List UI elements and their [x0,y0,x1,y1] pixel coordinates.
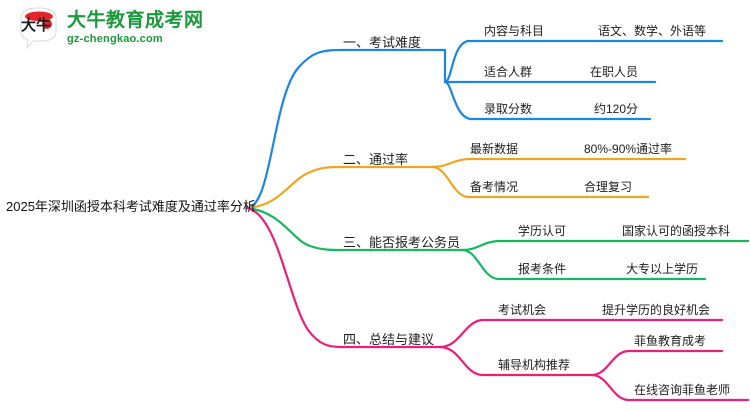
connector-branch3-to-child2 [460,248,500,281]
logo-text-block: 大牛教育成考网 gz-chengkao.com [67,11,204,45]
connector-branch1-to-child1 [443,39,470,84]
leaf-label-1-3[interactable]: 约120分 [594,102,639,116]
child-label-3-2[interactable]: 报考条件 [518,262,567,276]
connector-branch3-to-child1 [460,239,500,252]
site-logo[interactable]: 大牛 大牛教育成考网 gz-chengkao.com [18,6,204,50]
connector-root-to-branch3 [245,206,344,252]
logo-subtitle: gz-chengkao.com [67,33,163,45]
connector-branch2-to-child2 [430,165,470,199]
leaf-label-1-1[interactable]: 语文、数学、外语等 [598,24,707,38]
leaf-label-2-1[interactable]: 80%-90%通过率 [584,142,673,156]
branch-label-3[interactable]: 三、能否报考公务员 [343,235,461,250]
child-label-4-1[interactable]: 考试机会 [498,303,547,317]
root-node-label[interactable]: 2025年深圳函授本科考试难度及通过率分析 [6,199,256,214]
child-label-2-2[interactable]: 备考情况 [470,180,519,194]
branch-label-4[interactable]: 四、总结与建议 [343,332,435,347]
leaf-label-4-1[interactable]: 提升学历的良好机会 [602,303,711,317]
child-label-2-1[interactable]: 最新数据 [470,142,519,156]
connector-root-to-branch2 [245,165,344,210]
connector-branch1-to-child3 [443,80,472,121]
child-label-1-3[interactable]: 录取分数 [484,102,533,116]
connector-branch2-to-child1 [430,157,470,169]
connector-child2-to-leaf2 [590,373,630,402]
leaf-label-1-2[interactable]: 在职人员 [590,65,639,79]
connector-child2-to-leaf1 [590,349,630,377]
child-label-3-1[interactable]: 学历认可 [518,224,567,238]
leaf-label-4-2-1[interactable]: 菲鱼教育成考 [634,334,707,348]
logo-speech-bubble-icon: 大牛 [18,6,60,50]
leaf-label-4-2-2[interactable]: 在线咨询菲鱼老师 [634,383,731,397]
logo-mark-text: 大牛 [21,16,51,34]
leaf-label-3-1[interactable]: 国家认可的函授本科 [622,224,731,238]
child-label-4-2[interactable]: 辅导机构推荐 [498,358,571,372]
connector-root-to-branch4 [245,206,344,349]
child-label-1-1[interactable]: 内容与科目 [484,24,545,38]
connector-branch4-to-child1 [438,318,484,349]
branch-label-1[interactable]: 一、考试难度 [343,35,422,50]
leaf-label-2-2[interactable]: 合理复习 [584,180,633,194]
connector-branch4-to-child2 [438,345,484,377]
logo-title: 大牛教育成考网 [67,10,204,31]
branch-label-2[interactable]: 二、通过率 [343,152,409,167]
child-label-1-2[interactable]: 适合人群 [484,65,533,79]
leaf-label-3-2[interactable]: 大专以上学历 [626,262,699,276]
connector-root-to-branch1 [245,48,342,210]
